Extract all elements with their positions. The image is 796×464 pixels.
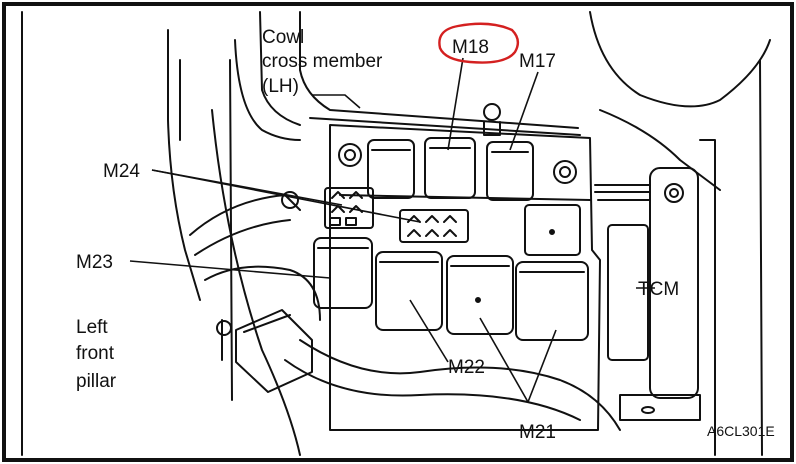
- bolt-lower-left: [216, 320, 232, 336]
- leader-m17: [509, 71, 539, 151]
- pillar-relay: [235, 309, 313, 393]
- small-box-right: [524, 204, 581, 256]
- bolt-left-inner: [344, 149, 356, 161]
- label-left-line1: Left: [76, 317, 108, 338]
- right-panel: [699, 139, 716, 456]
- dash-curve-2: [599, 109, 721, 191]
- leader-m23: [129, 260, 331, 279]
- leader-m24-b: [151, 169, 421, 223]
- relay-m21-left: [446, 255, 514, 335]
- harness-lower: [299, 339, 621, 431]
- relay-top-left: [367, 139, 415, 199]
- highlight-circle-m18: [438, 22, 520, 64]
- bolt-top: [483, 103, 501, 121]
- figure-code: A6CL301E: [707, 423, 775, 439]
- line-art: [21, 11, 771, 456]
- leader-m18: [447, 57, 464, 151]
- label-m17: M17: [519, 51, 556, 72]
- bolt-pillar: [281, 191, 299, 209]
- harness-lower-2: [284, 359, 581, 421]
- cowl-member-top: [299, 11, 579, 129]
- cowl-member-edge: [259, 11, 301, 126]
- leader-cowl: [312, 94, 361, 109]
- dash-edge: [759, 59, 763, 456]
- pillar-curve-outer: [211, 109, 301, 456]
- connector-m24-left: [324, 187, 374, 229]
- pillar-panel: [229, 59, 233, 401]
- connector-m24-right: [399, 209, 469, 243]
- pillar-line-1: [167, 29, 201, 301]
- label-left-line2: front: [76, 343, 115, 364]
- label-m23: M23: [76, 252, 113, 273]
- bolt-left: [338, 143, 362, 167]
- relay-m23: [313, 237, 373, 309]
- tcm-bracket: [607, 224, 649, 361]
- leader-m21-b: [527, 329, 557, 403]
- relay-bracket: [329, 124, 601, 431]
- label-tcm: TCM: [638, 279, 679, 300]
- tcm-harness: [594, 184, 651, 201]
- label-m18: M18: [452, 37, 489, 58]
- pillar-curve-inner: [234, 39, 301, 141]
- cowl-member-line: [309, 117, 581, 136]
- label-cowl-line3: (LH): [262, 76, 299, 97]
- label-cowl-line1: Cowl: [262, 27, 304, 48]
- leader-m21-a: [479, 317, 529, 403]
- relay-m22: [375, 251, 443, 331]
- label-m21: M21: [519, 422, 556, 443]
- bolt-top-stem: [483, 121, 501, 136]
- pillar-harness: [204, 265, 321, 321]
- leader-m22: [409, 299, 449, 363]
- bolt-right: [553, 160, 577, 184]
- relay-m21-right: [515, 261, 589, 341]
- tcm-base: [619, 394, 701, 421]
- pillar-brace-2: [194, 219, 291, 256]
- tcm-module: [649, 167, 699, 399]
- label-m22: M22: [448, 357, 485, 378]
- label-left-line3: pillar: [76, 371, 117, 392]
- label-cowl-line2: cross member: [262, 51, 383, 72]
- dash-curve: [589, 11, 771, 108]
- bolt-right-inner: [559, 166, 571, 178]
- leader-lines: [129, 57, 655, 403]
- relay-m17: [486, 141, 534, 201]
- label-m24: M24: [103, 161, 140, 182]
